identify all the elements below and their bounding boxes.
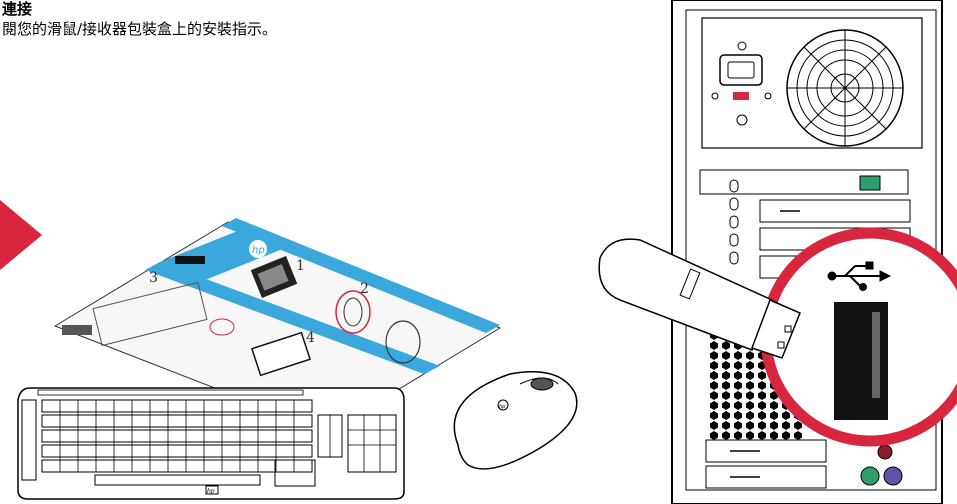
- step-number-1: 1: [296, 258, 305, 274]
- usb-port-magnifier: [760, 227, 957, 447]
- step-number-4: 4: [306, 330, 315, 346]
- keyboard-brand: hp: [207, 488, 215, 495]
- keyboard: hp: [17, 387, 405, 500]
- wireless-mouse: hp: [453, 371, 578, 470]
- keyboard-hp-logo: [205, 485, 219, 495]
- usb-receiver: [598, 238, 801, 359]
- mouse-brand: hp: [499, 404, 505, 410]
- section-heading: 連接: [2, 0, 33, 18]
- instruction-text: 閱您的滑鼠/接收器包裝盒上的安裝指示。: [2, 20, 278, 38]
- step-number-2: 2: [360, 281, 369, 297]
- mouse-hp-logo: [497, 399, 509, 411]
- hp-logo-sheet: [249, 240, 267, 258]
- power-socket-icon: [719, 54, 763, 86]
- usb-symbol-icon: [827, 261, 892, 291]
- step-number-3: 3: [149, 270, 158, 286]
- ps2-port-purple: [883, 466, 903, 486]
- sheet-brand: hp: [252, 245, 265, 256]
- arrow-shape: [0, 200, 42, 270]
- fan-icon: [786, 29, 904, 147]
- ps2-port-green: [860, 466, 880, 486]
